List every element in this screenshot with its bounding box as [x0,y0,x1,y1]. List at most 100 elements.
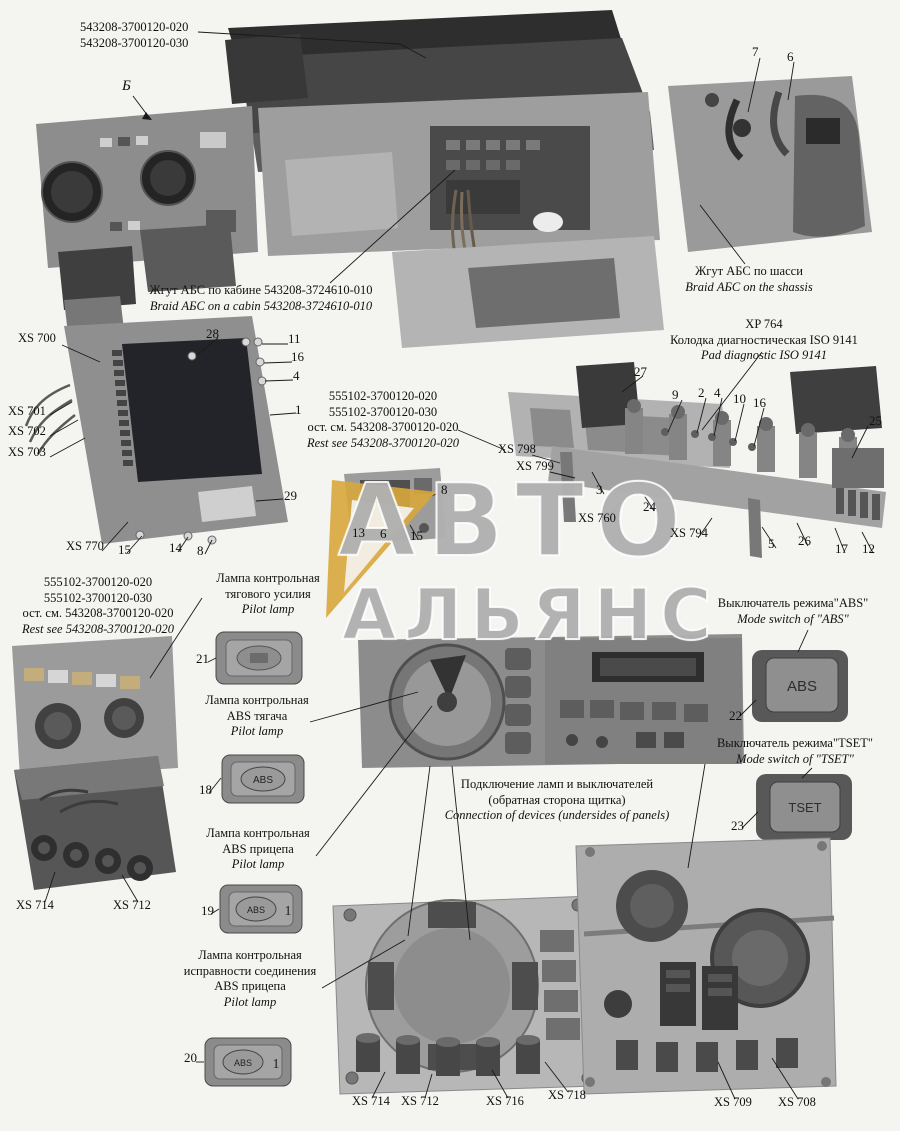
diagnostic-pad-label: XP 764 Колодка диагностическая ISO 9141 … [648,317,880,364]
harness-connectors-illustration [14,756,176,890]
trailer-socket-plate-illustration [332,895,597,1095]
chassis-bracket-illustration [668,76,872,252]
connector-xs716: XS 716 [486,1094,524,1108]
connector-xs794: XS 794 [670,526,708,540]
callout-15: 15 [118,542,131,557]
connector-xs714-top: XS 714 [16,898,54,912]
callout-24: 24 [643,499,656,514]
connector-xs712-bottom: XS 712 [401,1094,439,1108]
abs-mode-switch-illustration: ABS [752,650,848,722]
pilot-lamp-abs-trailer-label: Лампа контрольная ABS прицепа Pilot lamp [194,826,322,873]
part-number-label-top: 543208-3700120-020 543208-3700120-030 [80,20,188,51]
pilot-lamp-connection-label: Лампа контрольная исправности соединения… [174,948,326,1010]
callout-4b: 4 [714,385,721,400]
callout-10: 10 [733,391,746,406]
callout-5: 5 [768,536,775,551]
part-number-line: 543208-3700120-020 [80,20,189,34]
pilot-lamp-abs-trailer-illustration: ABS 1 [219,884,303,934]
cab-harness-label: Жгут АБС по кабине 543208-3724610-010 Br… [118,283,404,314]
callout-6b: 6 [380,526,387,541]
callout-8b: 8 [197,543,204,558]
instrument-cluster-illustration [12,636,178,778]
connector-xs712-top: XS 712 [113,898,151,912]
callout-3: 3 [596,482,603,497]
callout-21: 21 [196,651,209,666]
connection-note-label: Подключение ламп и выключателей (обратна… [412,777,702,824]
callout-9: 9 [672,387,679,402]
label-line-ru: ABS прицепа [222,841,294,856]
label-line-en: Braid АБС on a cabin 543208-3724610-010 [149,298,373,313]
label-line-ru: Лампа контрольная [198,948,302,962]
abs-mode-switch-label: Выключатель режима"ABS" Mode switch of "… [698,596,888,627]
callout-27: 27 [634,364,647,379]
lamp-digit: 1 [285,904,292,919]
relay-panel-illustration [575,837,837,1095]
part-number-line: Rest see 543208-3700120-020 [21,621,175,636]
connector-xs701: XS 701 [8,404,46,418]
callout-4: 4 [293,368,300,383]
chassis-harness-label: Жгут АБС по шасси Braid АБС on the shass… [664,264,834,295]
label-line-ru: Колодка диагностическая ISO 9141 [670,332,858,347]
callout-12: 12 [862,541,875,556]
abs-switch-text: ABS [787,678,817,695]
callout-25: 25 [869,413,882,428]
pilot-lamp-abs-tractor-illustration: ABS [221,754,305,804]
view-marker-b: Б [122,78,131,94]
part-number-line: Rest see 543208-3700120-020 [306,435,460,450]
callout-6: 6 [787,49,794,64]
connector-xs702: XS 702 [8,424,46,438]
connector-designation: XP 764 [745,317,783,331]
callout-18: 18 [199,782,212,797]
part-number-line: 555102-3700120-020 [43,575,153,589]
label-line-ru: ABS прицепа [214,979,286,993]
callout-20: 20 [184,1050,197,1065]
callout-14: 14 [169,540,182,555]
pilot-lamp-abs-tractor-label: Лампа контрольная ABS тягача Pilot lamp [196,693,318,740]
abs-ecu-illustration [24,316,288,545]
connector-xs770: XS 770 [66,539,104,553]
part-number-line: 555102-3700120-030 [43,590,153,605]
connector-xs799: XS 799 [516,459,554,473]
cable-loop-7 [725,98,744,161]
connector-xs703: XS 703 [8,445,46,459]
pilot-lamp-traction-label: Лампа контрольная тягового усилия Pilot … [202,571,334,618]
callout-29: 29 [284,488,297,503]
lamp-abs-text: ABS [247,905,265,915]
lamp-abs-text: ABS [253,775,273,786]
label-line-ru: тягового усилия [225,586,311,601]
label-line-en: Pilot lamp [223,994,277,1009]
connector-xs760: XS 760 [578,511,616,525]
label-line-en: Pilot lamp [230,724,284,738]
label-line-en: Connection of devices (undersides of pan… [444,808,670,822]
label-line-en: Pilot lamp [231,857,285,871]
tset-mode-switch-illustration: TSET [756,774,852,840]
lamp-abs-text: ABS [234,1058,252,1068]
callout-23: 23 [731,818,744,833]
connector-xs700: XS 700 [18,331,56,345]
label-line-en: Mode switch of "TSET" [736,751,854,766]
callout-16b: 16 [753,395,766,410]
part-number-label-lower: 555102-3700120-020 555102-3700120-030 ос… [2,575,194,637]
callout-13: 13 [352,525,365,540]
tset-switch-text: TSET [788,800,821,815]
dash-panel-illustration [358,634,744,768]
label-line-ru: ABS тягача [226,708,288,723]
label-line-en: Braid АБС on the shassis [685,279,813,294]
callout-11: 11 [288,331,301,346]
callout-22: 22 [729,708,742,723]
label-line-ru: Жгут АБС по шасси [695,264,803,278]
part-number-line: 555102-3700120-020 [328,389,438,403]
cable-loop-6 [770,90,790,157]
callout-7: 7 [752,44,759,59]
label-line-en: Mode switch of "ABS" [737,611,849,626]
label-line-ru: Лампа контрольная [206,826,310,840]
callout-8: 8 [441,482,448,497]
connector-xs718: XS 718 [548,1088,586,1102]
part-number-line: ост. см. 543208-3700120-020 [22,606,174,620]
connector-xs709: XS 709 [714,1095,752,1109]
label-line-ru: исправности соединения [183,963,317,978]
callout-15b: 15 [410,528,423,543]
callout-26: 26 [798,533,811,548]
